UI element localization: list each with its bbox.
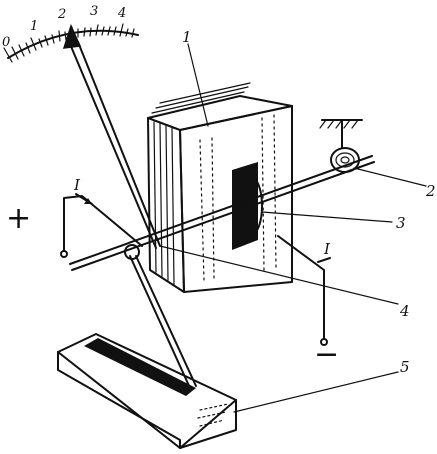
right-wire-path xyxy=(277,235,325,339)
spring-middle xyxy=(335,152,355,168)
coil-window xyxy=(232,162,258,250)
pointer-tip xyxy=(62,23,82,49)
coil: 3 xyxy=(232,162,406,250)
callout-4: 4 xyxy=(399,302,410,320)
current-label-left: I xyxy=(73,176,81,194)
pointer-shaft xyxy=(69,41,161,249)
leader-1 xyxy=(187,43,209,127)
scale-ticks xyxy=(3,23,135,63)
current-arrow-right xyxy=(317,257,331,263)
leader-4 xyxy=(159,245,399,305)
leader-5 xyxy=(233,371,399,413)
left-terminal xyxy=(60,250,68,258)
right-wire: I − xyxy=(277,235,339,372)
leader-3 xyxy=(261,211,393,223)
base-right-side xyxy=(179,399,237,449)
core-block: 1 xyxy=(147,28,293,293)
minus-sign: − xyxy=(314,337,339,372)
right-terminal xyxy=(320,338,328,346)
spring-inner xyxy=(340,156,350,164)
callout-5: 5 xyxy=(400,358,410,376)
spring-outer xyxy=(330,147,360,173)
tick-label-0: 0 xyxy=(2,35,10,50)
current-arrowhead-left xyxy=(84,198,92,204)
pointer xyxy=(62,23,161,249)
pointer-lower-leg xyxy=(129,255,197,389)
plus-sign: + xyxy=(6,201,31,236)
tick-label-1: 1 xyxy=(30,19,38,34)
base: 5 xyxy=(57,333,410,449)
core-top-layers xyxy=(151,82,251,114)
axle-shaft xyxy=(69,155,375,271)
core-laminations xyxy=(153,121,175,285)
base-slot xyxy=(84,338,196,396)
ceiling-hatch xyxy=(319,119,359,129)
base-hatching xyxy=(197,403,229,427)
tick-label-4: 4 xyxy=(117,6,126,21)
tick-label-3: 3 xyxy=(90,4,98,19)
core-left-side xyxy=(147,117,185,293)
tick-label-2: 2 xyxy=(57,7,66,22)
base-front-left xyxy=(57,351,181,449)
coil-loop xyxy=(241,177,263,235)
callout-1: 1 xyxy=(182,28,192,46)
spring: 2 xyxy=(319,119,436,200)
callout-3: 3 xyxy=(396,214,406,232)
left-wire-path xyxy=(63,195,143,251)
left-wire: I + xyxy=(6,176,143,258)
axle: 4 xyxy=(69,155,410,320)
base-top xyxy=(57,333,237,449)
callout-2: 2 xyxy=(425,182,436,200)
current-label-right: I xyxy=(323,240,331,258)
leader-2 xyxy=(353,167,427,187)
